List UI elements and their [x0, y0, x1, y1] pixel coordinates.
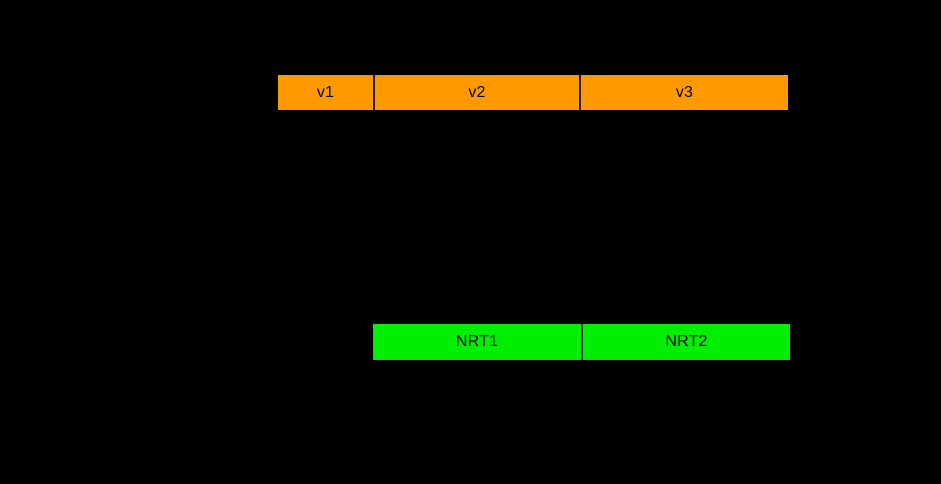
nrt-segment-label: NRT2	[665, 333, 708, 350]
nrt-segment[interactable]: NRT1	[373, 324, 581, 360]
version-segment[interactable]: v2	[373, 75, 579, 110]
version-segment[interactable]: v1	[278, 75, 373, 110]
version-segment[interactable]: v3	[579, 75, 788, 110]
version-segment-label: v2	[468, 83, 486, 101]
nrt-bar: NRT1 NRT2	[373, 324, 790, 360]
version-bar: v1 v2 v3	[278, 75, 788, 110]
nrt-segment-label: NRT1	[455, 333, 499, 350]
version-segment-label: v3	[675, 83, 694, 101]
nrt-segment[interactable]: NRT2	[581, 324, 790, 360]
version-segment-label: v1	[316, 83, 335, 101]
